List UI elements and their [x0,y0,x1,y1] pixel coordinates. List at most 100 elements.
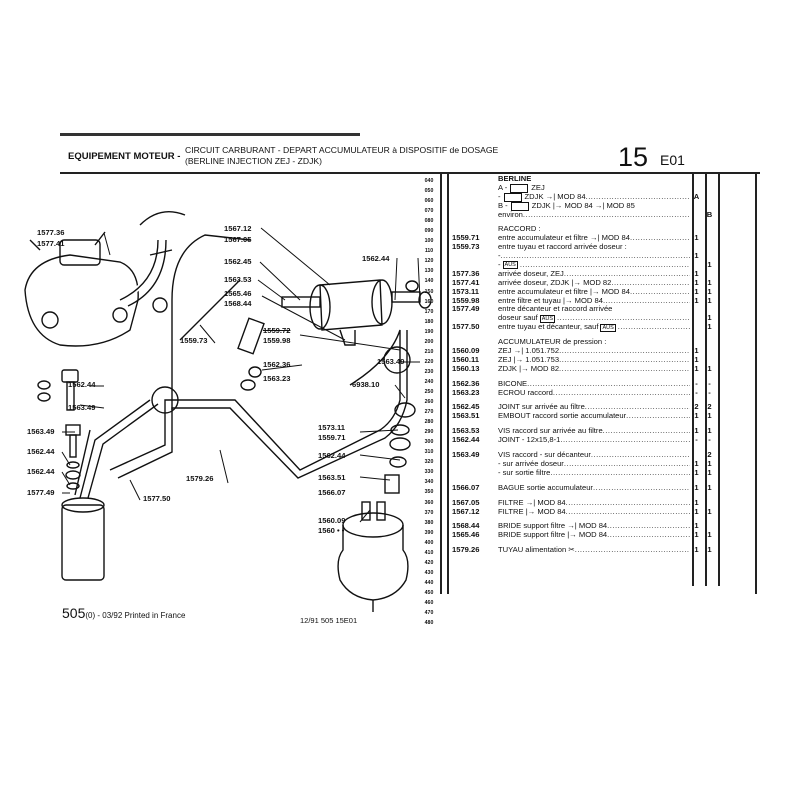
part-row: doseur saufAUS1 [452,313,757,323]
quantity-b [703,234,716,243]
line-number: 400 [424,539,434,546]
part-label: 1559.71 [318,433,346,442]
part-row: -1 [452,251,757,261]
part-description: BICONE [498,380,690,389]
description-text: - [498,252,501,261]
leader-dots [585,403,690,412]
line-number: 060 [424,198,434,205]
part-description: ZEJ →| 1.051.752 [498,347,690,356]
quantity-a: 1 [694,506,699,516]
line-number: 240 [424,378,434,385]
line-number: 310 [424,449,434,456]
leader-dots [607,522,690,531]
part-description: A -ZEJ [498,183,690,193]
quantity-a: 1 [694,286,699,296]
part-description: BAGUE sortie accumulateur [498,484,690,493]
part-description: - sur sortie filtre [498,469,690,478]
page-subtitle: CIRCUIT CARBURANT - DEPART ACCUMULATEUR … [185,145,498,167]
quantity-b: 2 [707,450,712,460]
part-description: entre accumulateur et filtre →| MOD 84 [498,234,690,243]
part-description: BRIDE support filtre →| MOD 84 [498,522,690,531]
leader-dots [630,288,690,297]
quantity-a: 1 [694,277,699,287]
leader-dots [566,508,690,517]
line-number: 090 [424,228,434,235]
quantity-b [703,347,716,356]
part-label: 6938.10 [352,380,380,389]
quantity-a [690,305,703,314]
description-text: ZDJK |→ MOD 82 [498,364,560,373]
leader-dots [603,297,690,306]
group-number: 15 [618,142,649,172]
part-description: arrivée doseur, ZDJK |→ MOD 82 [498,279,690,288]
line-number: 040 [424,178,434,184]
quantity-a [690,314,703,323]
leader-dots [560,436,690,445]
leader-dots [559,347,690,356]
line-number: 130 [424,268,434,275]
part-label: 1577.50 [143,494,171,503]
line-number: 220 [424,358,434,365]
aus-badge: AUS [502,261,518,270]
line-number: 410 [424,549,434,556]
line-number: 420 [424,559,434,566]
part-row: 1568.44 BRIDE support filtre →| MOD 84 1 [452,521,757,531]
line-number: 170 [424,308,434,315]
part-reference: 1568.44 [452,521,480,531]
part-description: JOINT sur arrivée au filtre [498,403,690,412]
column-divider [718,174,720,586]
line-number: 100 [424,238,434,245]
part-reference: 1563.51 [452,411,480,421]
description-text: - [498,192,501,201]
line-number: 300 [424,439,434,446]
line-number: 070 [424,208,434,215]
quantity-a: 1 [694,268,699,278]
line-number: 470 [424,610,434,617]
quantity-a: A [693,191,700,201]
part-reference: 1567.05 [452,497,480,507]
part-description: JOINT - 12x15,8-1 [498,436,690,445]
line-number: 440 [424,579,434,586]
quantity-a: 1 [694,521,699,531]
part-row: environB [452,210,757,220]
part-reference: 1566.07 [452,482,480,492]
description-text: FILTRE |→ MOD 84 [498,507,566,516]
quantity-b: 1 [707,313,712,323]
column-divider [692,174,694,586]
quantity-a: 1 [694,467,699,477]
leader-dots [603,427,690,436]
part-row: -ZDJK →| MOD 84A [452,191,757,202]
line-number: 370 [424,509,434,516]
quantity-a [690,211,703,220]
part-description: FILTRE →| MOD 84 [498,499,690,508]
line-number: 260 [424,399,434,406]
quantity-a: 1 [694,233,699,243]
leader-dots [586,193,690,202]
line-number: 140 [424,278,434,285]
description-text: VIS raccord sur arrivée au filtre [498,427,603,436]
description-text: BRIDE support filtre →| MOD 84 [498,522,608,531]
line-number: 150 [424,288,434,295]
part-label: 1563.49 [377,357,405,366]
vehicle-body-icon [503,192,522,202]
decanter-drawing [61,399,159,581]
quantity-b: 1 [707,286,712,296]
quantity-b: 1 [707,277,712,287]
line-number: 180 [424,318,434,325]
description-text: entre tuyau et décanteur, sauf [498,323,599,332]
part-label-obsolete: 1559.72 [263,326,291,335]
line-number: 250 [424,388,434,395]
part-reference: 1562.45 [452,402,480,412]
vehicle-body-icon [510,201,529,211]
part-description: RACCORD : [498,225,690,234]
part-reference [452,252,498,261]
line-number: 360 [424,499,434,506]
part-label: 1563.49 [27,427,55,436]
